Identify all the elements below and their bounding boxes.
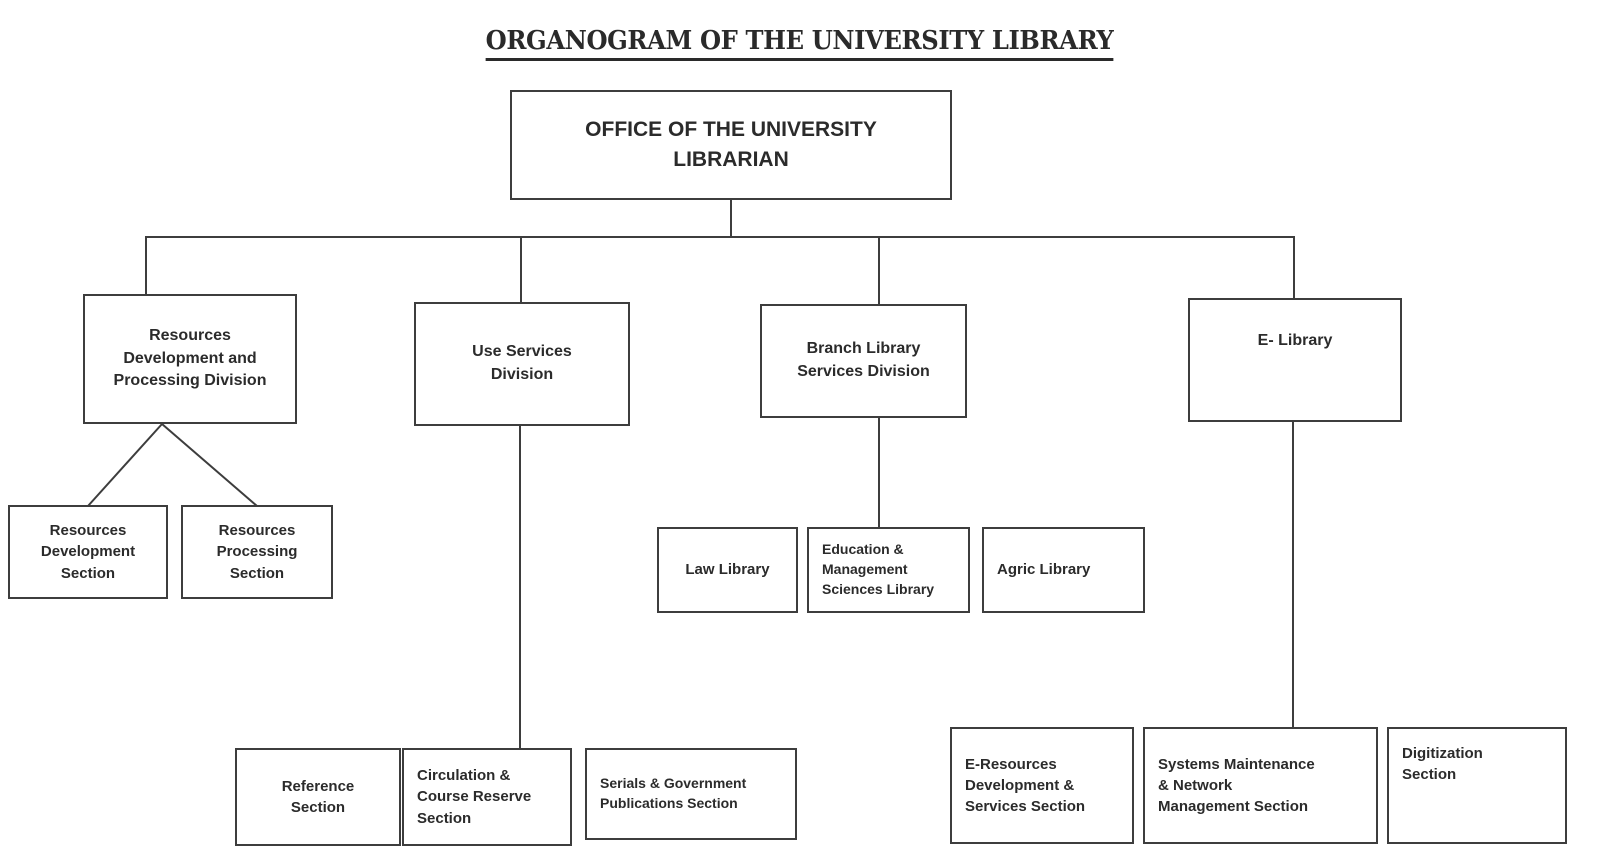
node-label-line: Agric Library <box>997 561 1091 579</box>
node-label-line: Section <box>290 799 346 816</box>
node-serials-and-government-publications-section[interactable]: Serials & Government Publications Sectio… <box>585 748 797 840</box>
node-label-line: Resources <box>49 522 127 540</box>
node-label-line: Digitization <box>1402 745 1483 762</box>
page-title-text: ORGANOGRAM OF THE UNIVERSITY LIBRARY <box>486 26 1114 61</box>
node-label-line: E- Library <box>1257 332 1333 349</box>
node-label-line: Education & <box>822 541 904 558</box>
node-circulation-and-course-reserve-section[interactable]: Circulation & Course Reserve Section <box>402 748 572 846</box>
connector-drop-branch-library-division <box>878 236 880 304</box>
node-label-line: Processing Division <box>113 372 267 390</box>
node-label-line: Branch Library <box>806 340 921 358</box>
node-use-services-division[interactable]: Use Services Division <box>414 302 630 426</box>
node-label-line: Serials & Government <box>600 775 747 792</box>
node-office-of-the-university-librarian[interactable]: OFFICE OF THE UNIVERSITY LIBRARIAN <box>510 90 952 200</box>
node-label-line: Processing <box>216 543 298 561</box>
node-label-line: Section <box>417 809 472 827</box>
node-label-line: Development and <box>123 349 257 367</box>
node-label-line: Services Section <box>965 798 1086 816</box>
node-label-line: Resources <box>149 326 231 344</box>
node-resources-development-and-processing-division[interactable]: Resources Development and Processing Div… <box>83 294 297 424</box>
node-resources-development-section[interactable]: Resources Development Section <box>8 505 168 599</box>
node-branch-library-services-division[interactable]: Branch Library Services Division <box>760 304 967 418</box>
node-label-line: Publications Section <box>600 795 738 811</box>
connector-resources-sections-diagonals <box>87 423 258 507</box>
node-label-line: & Network <box>1158 776 1233 794</box>
node-label-line: Systems Maintenance <box>1158 755 1315 773</box>
connector-use-services-stem <box>519 426 521 748</box>
node-law-library[interactable]: Law Library <box>657 527 798 613</box>
node-label-line: Division <box>490 366 554 383</box>
connector-divisions-bus <box>145 236 1295 238</box>
node-e-resources-development-and-services-section[interactable]: E-Resources Development & Services Secti… <box>950 727 1134 844</box>
connector-drop-use-services-division <box>520 236 522 302</box>
node-resources-processing-section[interactable]: Resources Processing Section <box>181 505 333 599</box>
node-reference-section[interactable]: Reference Section <box>235 748 401 846</box>
node-digitization-section[interactable]: Digitization Section <box>1387 727 1567 844</box>
node-label-line: Management <box>822 561 908 578</box>
node-label-line: Reference <box>281 777 355 795</box>
node-label-line: Section <box>60 564 116 582</box>
node-label-line: Sciences Library <box>822 580 935 597</box>
node-education-and-management-sciences-library[interactable]: Education & Management Sciences Library <box>807 527 970 613</box>
node-label-line: Resources <box>218 522 296 540</box>
node-label-line: OFFICE OF THE UNIVERSITY <box>585 118 877 142</box>
node-label-line: Law Library <box>685 561 770 579</box>
node-label-line: Use Services <box>472 343 572 361</box>
node-label-line: Development & <box>965 776 1075 794</box>
node-systems-maintenance-and-network-management-section[interactable]: Systems Maintenance & Network Management… <box>1143 727 1378 844</box>
node-label-line: Services Division <box>797 363 930 380</box>
node-label-line: LIBRARIAN <box>673 148 789 171</box>
node-e-library[interactable]: E- Library <box>1188 298 1402 422</box>
node-agric-library[interactable]: Agric Library <box>982 527 1145 613</box>
node-label-line: E-Resources <box>965 755 1057 773</box>
node-label-line: Section <box>1402 766 1457 784</box>
node-label-line: Section <box>229 564 285 582</box>
connector-drop-e-library <box>1293 236 1295 298</box>
connector-root-stem <box>730 200 732 238</box>
node-label-line: Circulation & <box>417 767 511 785</box>
node-label-line: Development <box>40 543 136 561</box>
connector-e-library-stem <box>1292 422 1294 727</box>
page-title: ORGANOGRAM OF THE UNIVERSITY LIBRARY <box>0 26 1600 61</box>
connector-branch-library-stem <box>878 418 880 528</box>
node-label-line: Management Section <box>1158 798 1309 816</box>
node-label-line: Course Reserve <box>417 788 532 806</box>
connector-drop-resources-division <box>145 236 147 298</box>
